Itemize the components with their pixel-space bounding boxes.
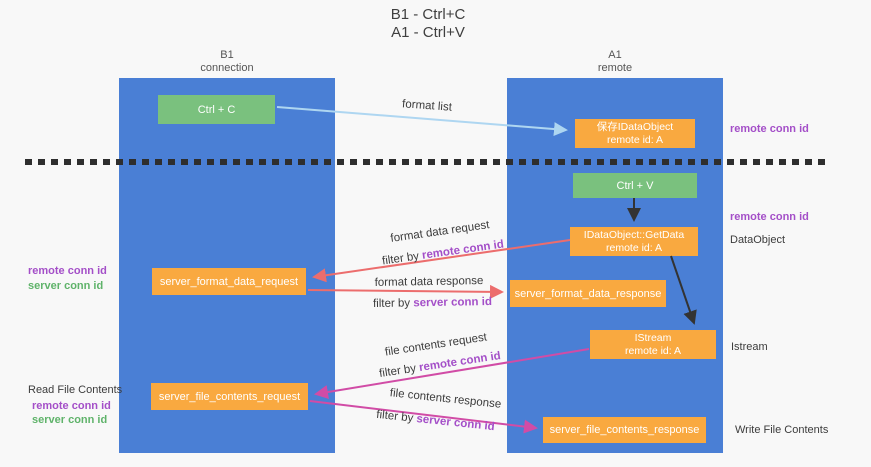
lifeline-header-b1: B1 connection <box>119 49 335 75</box>
remote-conn-id-label-mid: remote conn id <box>730 211 809 223</box>
node-server-file-contents-response-label: server_file_contents_response <box>549 424 700 436</box>
filter-server-conn-id: server conn id <box>415 413 496 434</box>
format-remote-conn-id-label: remote conn id <box>28 265 107 277</box>
diagram-title-line2: A1 - Ctrl+V <box>391 24 465 41</box>
file-remote-conn-id-label: remote conn id <box>32 400 111 412</box>
node-server-file-contents-request-label: server_file_contents_request <box>158 390 301 403</box>
node-server-format-data-response: server_format_data_response <box>510 280 666 307</box>
filter-remote-conn-id: remote conn id <box>421 238 505 262</box>
node-istream-line2: remote id: A <box>624 344 682 357</box>
filter-by-text: filter by <box>372 297 414 311</box>
file-server-conn-id-label: server conn id <box>32 414 108 426</box>
filter-by-text: filter by <box>378 362 421 381</box>
format-server-conn-id-label: server conn id <box>28 280 104 292</box>
read-file-contents-label: Read File Contents <box>28 384 123 396</box>
node-istream-line1: IStream <box>634 331 672 344</box>
node-server-file-contents-response: server_file_contents_response <box>543 417 706 443</box>
format-data-response-label: format data response <box>374 275 484 289</box>
node-server-format-data-response-label: server_format_data_response <box>514 287 662 300</box>
node-server-format-data-request: server_format_data_request <box>152 268 306 295</box>
node-save-idataobject-line2: remote id: A <box>606 133 664 146</box>
node-idataobject-getdata-line2: remote id: A <box>605 241 663 254</box>
lifeline-a1-name: A1 <box>608 49 622 61</box>
node-ctrl-c-label: Ctrl + C <box>197 103 236 116</box>
filter-by-text: filter by <box>381 249 423 268</box>
lifeline-header-a1: A1 remote <box>507 49 723 75</box>
diagram-title-line1: B1 - Ctrl+C <box>390 6 466 23</box>
node-istream: IStream remote id: A <box>590 330 716 359</box>
istream-label: Istream <box>731 341 768 353</box>
format-data-response-filter-label: filter by server conn id <box>345 295 520 310</box>
diagram-title: B1 - Ctrl+C A1 - Ctrl+V <box>328 6 528 42</box>
machine-boundary-dashed-line <box>25 159 831 165</box>
write-file-contents-label: Write File Contents <box>735 424 829 436</box>
node-save-idataobject: 保存IDataObject remote id: A <box>575 119 695 148</box>
format-list-label: format list <box>401 98 453 114</box>
lifeline-b1-role: connection <box>200 62 254 74</box>
node-server-format-data-request-label: server_format_data_request <box>159 275 299 288</box>
lifeline-b1-name: B1 <box>220 49 234 61</box>
filter-remote-conn-id: remote conn id <box>418 349 502 375</box>
remote-conn-id-label-top: remote conn id <box>730 123 809 135</box>
format-data-response-arrow <box>307 284 504 299</box>
filter-server-conn-id: server conn id <box>413 295 493 310</box>
node-idataobject-getdata: IDataObject::GetData remote id: A <box>570 227 698 256</box>
node-server-file-contents-request: server_file_contents_request <box>151 383 308 410</box>
lifeline-a1-role: remote <box>597 62 633 74</box>
node-ctrl-v: Ctrl + V <box>573 173 697 198</box>
dataobject-label: DataObject <box>730 234 786 246</box>
node-idataobject-getdata-line1: IDataObject::GetData <box>583 228 685 241</box>
node-ctrl-v-label: Ctrl + V <box>616 179 654 192</box>
node-save-idataobject-line1: 保存IDataObject <box>596 120 674 133</box>
node-ctrl-c: Ctrl + C <box>158 95 275 124</box>
filter-by-text: filter by <box>375 408 418 425</box>
